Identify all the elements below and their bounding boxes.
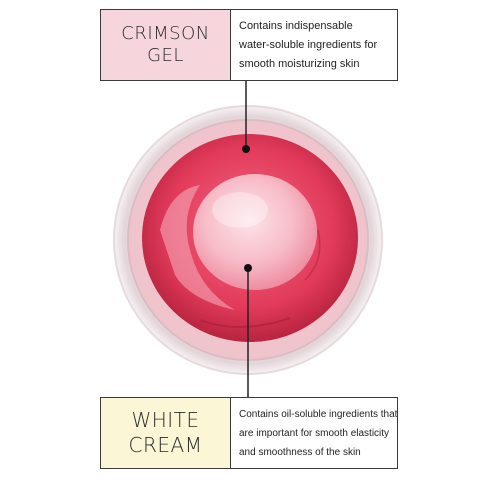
white-cream-layer: [193, 174, 317, 290]
white-cream-desc-line: Contains oil-soluble ingredients that: [239, 408, 398, 420]
white-cream-title-line1: WHITE: [131, 408, 200, 432]
white-cream-callout: WHITE CREAM Contains oil-soluble ingredi…: [100, 397, 398, 469]
white-cream-description: Contains oil-soluble ingredients that ar…: [231, 398, 405, 468]
crimson-gel-desc-line: smooth moisturizing skin: [239, 57, 360, 70]
gel-swirl: [199, 317, 291, 328]
white-cream-tag: WHITE CREAM: [101, 398, 231, 468]
white-cream-title-line2: CREAM: [128, 433, 203, 457]
crimson-gel-title-line1: CRIMSON: [121, 22, 210, 44]
crimson-gel-tag: CRIMSON GEL: [101, 10, 231, 80]
gel-swirl-2: [304, 229, 321, 281]
connector-dot-top: [242, 145, 250, 153]
cream-highlight: [212, 192, 268, 228]
connector-dot-bottom: [244, 264, 252, 272]
crimson-gel-description: Contains indispensable water-soluble ing…: [231, 10, 397, 80]
crimson-gel-title-line2: GEL: [147, 45, 184, 66]
crimson-gel-desc-line: water-soluble ingredients for: [239, 38, 378, 51]
white-cream-desc-line: and smoothness of the skin: [239, 446, 361, 458]
crimson-gel-callout: CRIMSON GEL Contains indispensable water…: [100, 9, 398, 81]
crimson-gel-desc-line: Contains indispensable: [239, 19, 353, 32]
white-cream-desc-line: are important for smooth elasticity: [239, 427, 390, 439]
gel-highlight: [160, 185, 235, 310]
